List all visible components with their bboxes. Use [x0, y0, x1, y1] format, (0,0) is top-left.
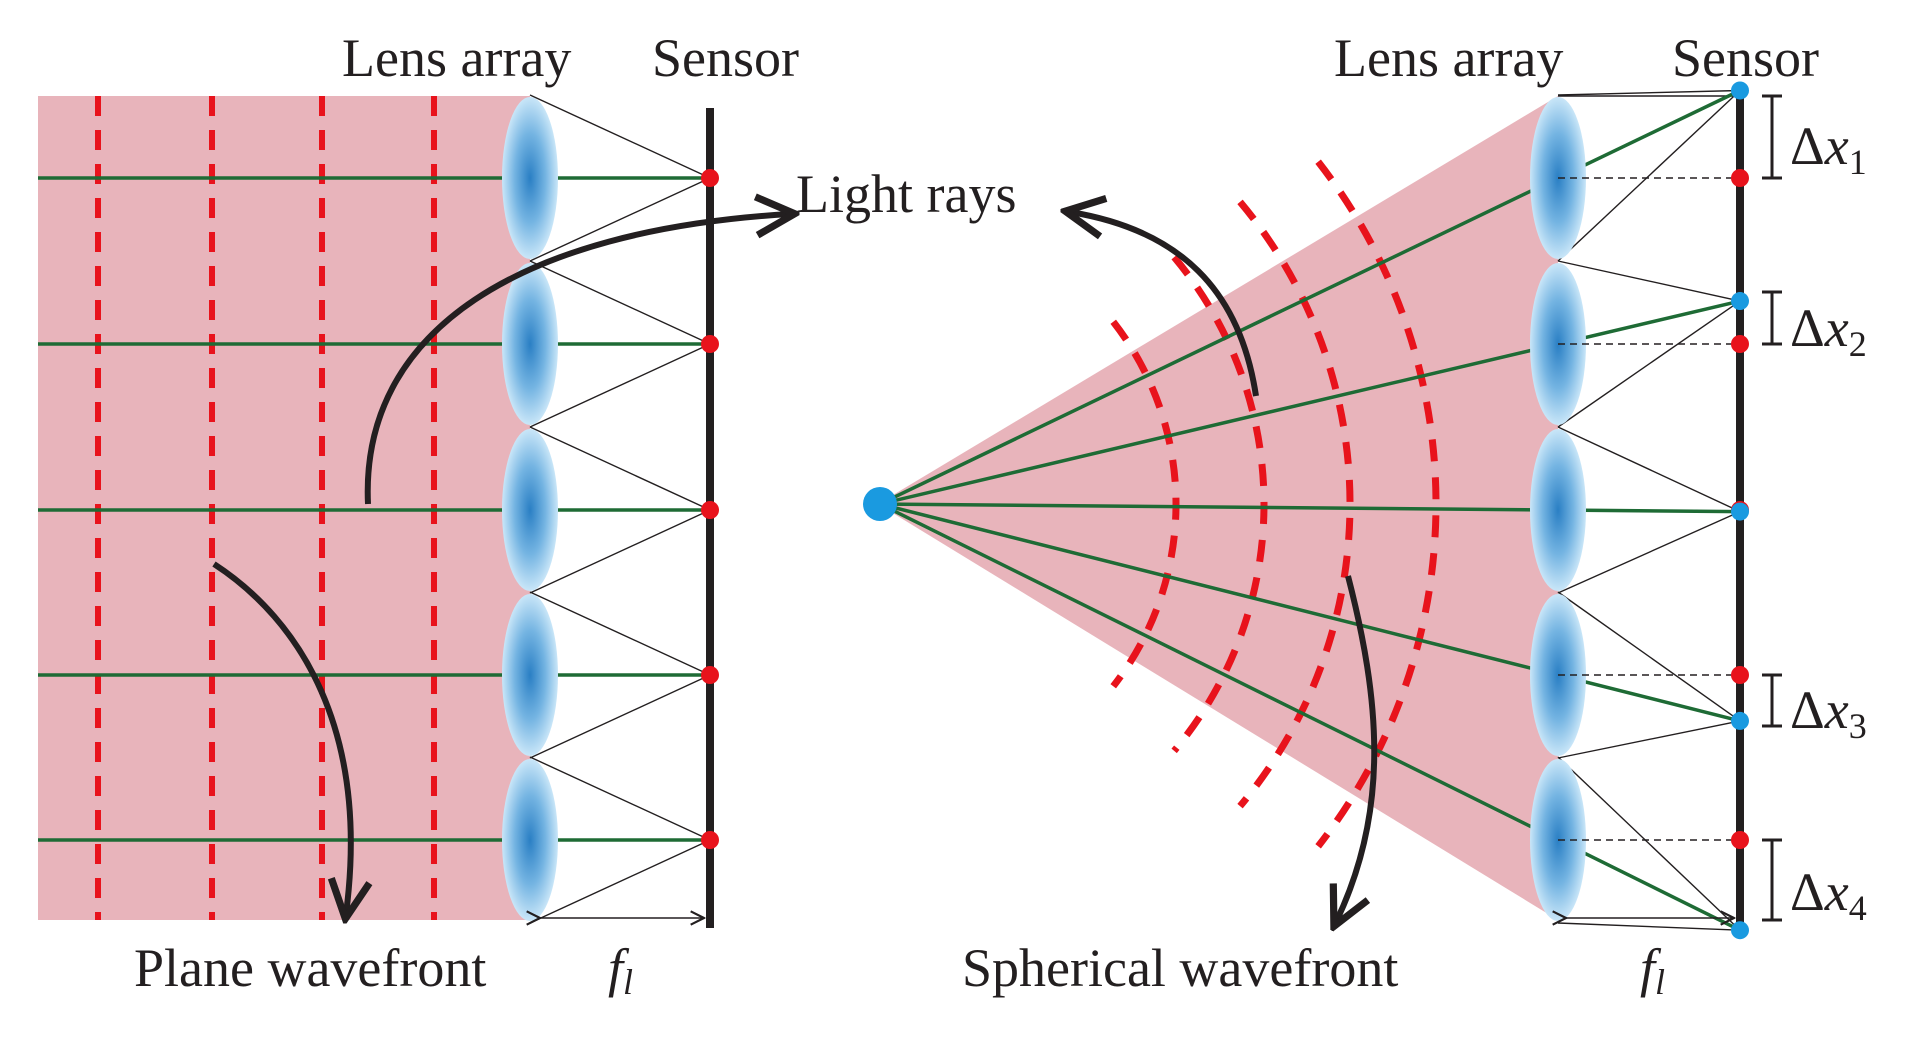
- displacement-subscript-2: 2: [1849, 324, 1867, 364]
- left-spot-1: [701, 169, 719, 187]
- left-cone-top-1: [529, 94, 711, 179]
- plane-wavefront-pointer: [212, 561, 351, 914]
- right-cone-top-5: [1557, 756, 1741, 931]
- left-lens-3: [502, 429, 558, 591]
- right-sensor-label: Sensor: [1672, 28, 1819, 88]
- left-focal-spots: [701, 169, 719, 849]
- delta-symbol-2: Δ: [1790, 298, 1825, 358]
- displacement-subscript-3: 3: [1849, 706, 1867, 746]
- delta-symbol-1: Δ: [1790, 116, 1825, 176]
- right-light-rays: [879, 88, 1741, 932]
- reference-spot-2: [1731, 335, 1749, 353]
- right-cone-top-3: [1557, 426, 1741, 513]
- shifted-spot-5: [1731, 921, 1749, 940]
- right-focal-label: fl: [1640, 938, 1665, 1002]
- plane-wavefront-label: Plane wavefront: [134, 938, 486, 998]
- displacement-subscript-4: 4: [1849, 888, 1867, 928]
- shifted-spot-3: [1731, 502, 1749, 521]
- right-cone-bottom-3: [1557, 510, 1741, 594]
- left-cone-top-2: [529, 260, 711, 345]
- left-cone-bottom-3: [529, 509, 711, 594]
- delta-symbol-3: Δ: [1790, 680, 1825, 740]
- left-cone-top-3: [529, 426, 711, 511]
- x-symbol-1: x: [1824, 116, 1849, 176]
- left-spot-4: [701, 666, 719, 684]
- displacement-bracket-3: Δx3: [1762, 673, 1867, 746]
- right-lens-array: [1530, 97, 1586, 921]
- right-lens-array-label: Lens array: [1334, 28, 1563, 88]
- right-cone-bottom-4: [1557, 720, 1741, 759]
- spherical-wavefront-1: [1110, 319, 1180, 689]
- left-lens-array-label: Lens array: [342, 28, 571, 88]
- left-cone-top-4: [529, 591, 711, 676]
- left-cone-bottom-4: [529, 674, 711, 759]
- right-ray-4: [879, 502, 1741, 723]
- left-lens-1: [502, 97, 558, 259]
- left-lens-2: [502, 263, 558, 425]
- left-spot-2: [701, 335, 719, 353]
- left-sensor-label: Sensor: [652, 28, 799, 88]
- right-lens-3: [1530, 429, 1586, 591]
- x-symbol-2: x: [1824, 298, 1849, 358]
- reference-spot-1: [1731, 169, 1749, 187]
- left-cone-bottom-2: [529, 343, 711, 428]
- shifted-spot-2: [1731, 292, 1749, 311]
- left-light-rays: [38, 176, 710, 842]
- reference-spot-4: [1731, 666, 1749, 684]
- left-spot-5: [701, 831, 719, 849]
- left-focal-label: fl: [608, 938, 633, 1002]
- left-cone-top-5: [529, 756, 711, 841]
- point-source: [863, 487, 897, 521]
- displacement-subscript-1: 1: [1849, 142, 1867, 182]
- left-spot-3: [701, 501, 719, 519]
- plane-wavefront-lines: [95, 96, 437, 920]
- right-cone-top-1: [1557, 89, 1741, 96]
- displacement-label-4: Δx4: [1790, 862, 1867, 928]
- light-rays-pointer-right: [1070, 212, 1259, 397]
- displacement-label-1: Δx1: [1790, 116, 1867, 182]
- right-ray-1: [879, 88, 1741, 506]
- spherical-wavefront-pointer: [1336, 575, 1378, 922]
- right-panel: fl Lens array Sensor Spherical wavefront…: [863, 28, 1867, 1002]
- spherical-wavefront-2: [1171, 254, 1268, 754]
- x-symbol-3: x: [1824, 680, 1849, 740]
- left-cone-bottom-5: [529, 839, 711, 924]
- displacement-bracket-1: Δx1: [1762, 94, 1867, 182]
- light-rays-label: Light rays: [796, 164, 1016, 224]
- right-ray-3: [879, 502, 1741, 514]
- left-panel: fl Lens array Sensor Plane wavefront: [38, 28, 799, 1002]
- right-focus-cone-lines: [1557, 89, 1741, 931]
- left-lens-array: [502, 97, 558, 921]
- light-rays-pointer-left: [364, 214, 790, 505]
- right-cone-top-2: [1557, 260, 1741, 302]
- x-symbol-4: x: [1824, 862, 1849, 922]
- displacement-label-3: Δx3: [1790, 680, 1867, 746]
- reference-spot-5: [1731, 831, 1749, 849]
- right-focal-spots: [1731, 81, 1749, 940]
- right-ray-5: [879, 502, 1741, 932]
- displacement-label-2: Δx2: [1790, 298, 1867, 364]
- right-cone-bottom-5: [1557, 922, 1741, 931]
- shifted-spot-4: [1731, 711, 1749, 730]
- spherical-wavefront-3: [1237, 199, 1354, 809]
- displacement-bracket-4: Δx4: [1762, 838, 1867, 928]
- left-lens-5: [502, 759, 558, 921]
- plane-beam: [38, 96, 530, 920]
- right-ray-2: [879, 299, 1741, 506]
- left-lens-4: [502, 594, 558, 756]
- right-cone-top-4: [1557, 591, 1741, 722]
- right-cone-bottom-2: [1557, 300, 1741, 428]
- displacement-bracket-2: Δx2: [1762, 290, 1867, 364]
- left-cone-bottom-1: [529, 177, 711, 262]
- left-focus-cone-lines: [529, 94, 711, 924]
- delta-symbol-4: Δ: [1790, 862, 1825, 922]
- shifted-spot-1: [1731, 81, 1749, 100]
- reference-dashed-lines: [1558, 177, 1740, 841]
- spherical-wavefront-label: Spherical wavefront: [962, 938, 1398, 998]
- right-cone-bottom-1: [1557, 89, 1741, 262]
